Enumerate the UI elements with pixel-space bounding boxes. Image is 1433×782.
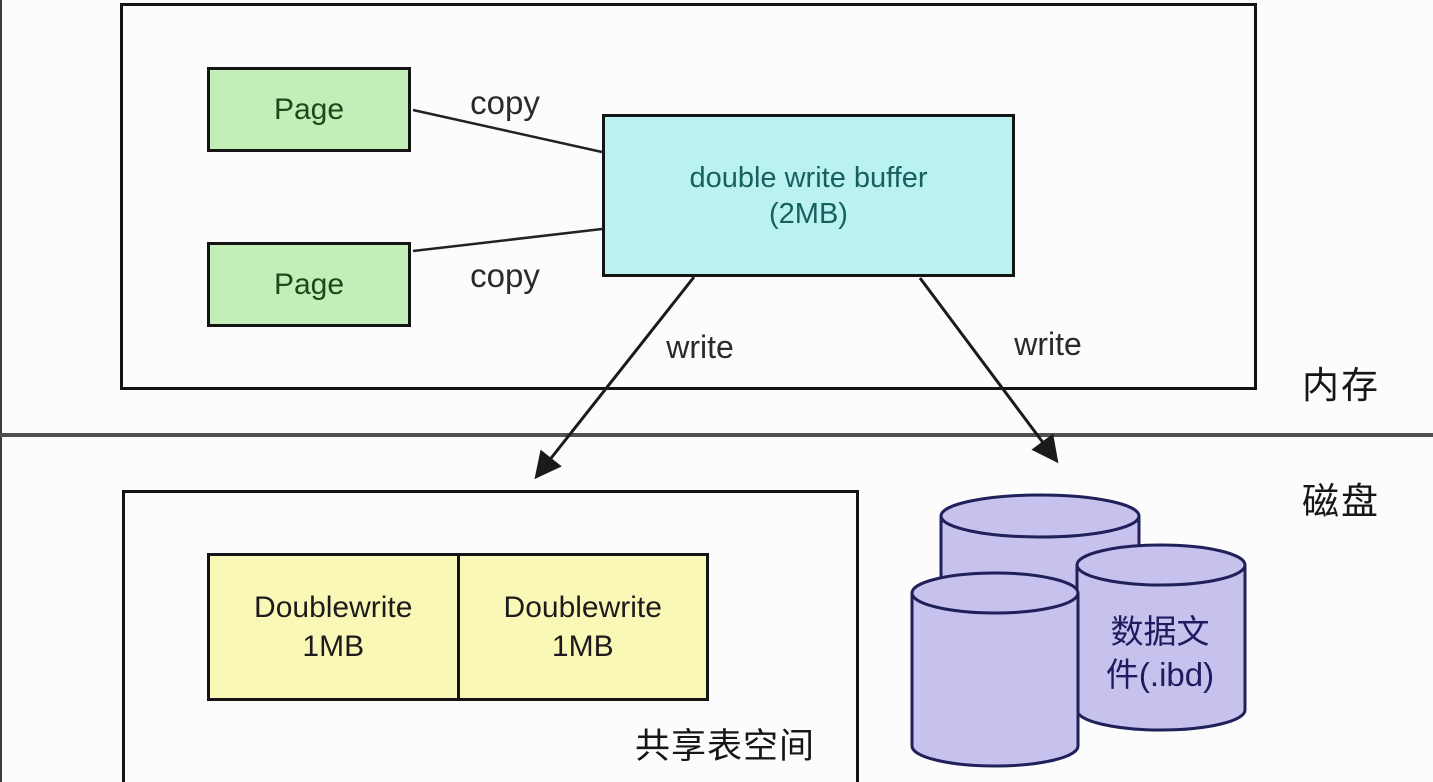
left-border-line [0,0,2,782]
memory-region-label: 内存 [1302,365,1380,406]
page-label: Page [273,267,345,301]
doublewrite-segment-1: Doublewrite 1MB [210,556,460,698]
doublewrite-segments: Doublewrite 1MB Doublewrite 1MB [207,553,709,701]
page-label: Page [273,92,345,126]
doublewrite-segment-2: Doublewrite 1MB [460,556,707,698]
write-label-right: write [1014,326,1082,362]
data-file-label-line2: 件(.ibd) [1105,656,1215,693]
segment-label-line1: Doublewrite [503,591,662,624]
shared-tablespace-label: 共享表空间 [634,727,815,766]
write-label-left: write [666,329,734,365]
copy-label-top: copy [470,84,540,121]
copy-label-bottom: copy [470,257,540,294]
data-file-label: 数据文 件(.ibd) [1085,610,1235,696]
data-file-label-line1: 数据文 [1110,613,1210,650]
disk-region-label: 磁盘 [1302,481,1380,522]
memory-disk-separator-line [0,433,1433,437]
shared-tablespace-box [122,490,859,782]
cylinder-front [910,571,1080,768]
page-box-2: Page [207,242,411,327]
page-box-1: Page [207,67,411,152]
double-write-buffer-box: double write buffer (2MB) [602,114,1015,277]
buffer-label-line1: double write buffer [689,161,928,194]
segment-label-line1: Doublewrite [254,591,413,624]
segment-label-line2: 1MB [551,630,614,663]
segment-label-line2: 1MB [302,630,365,663]
buffer-label-line2: (2MB) [769,197,848,230]
